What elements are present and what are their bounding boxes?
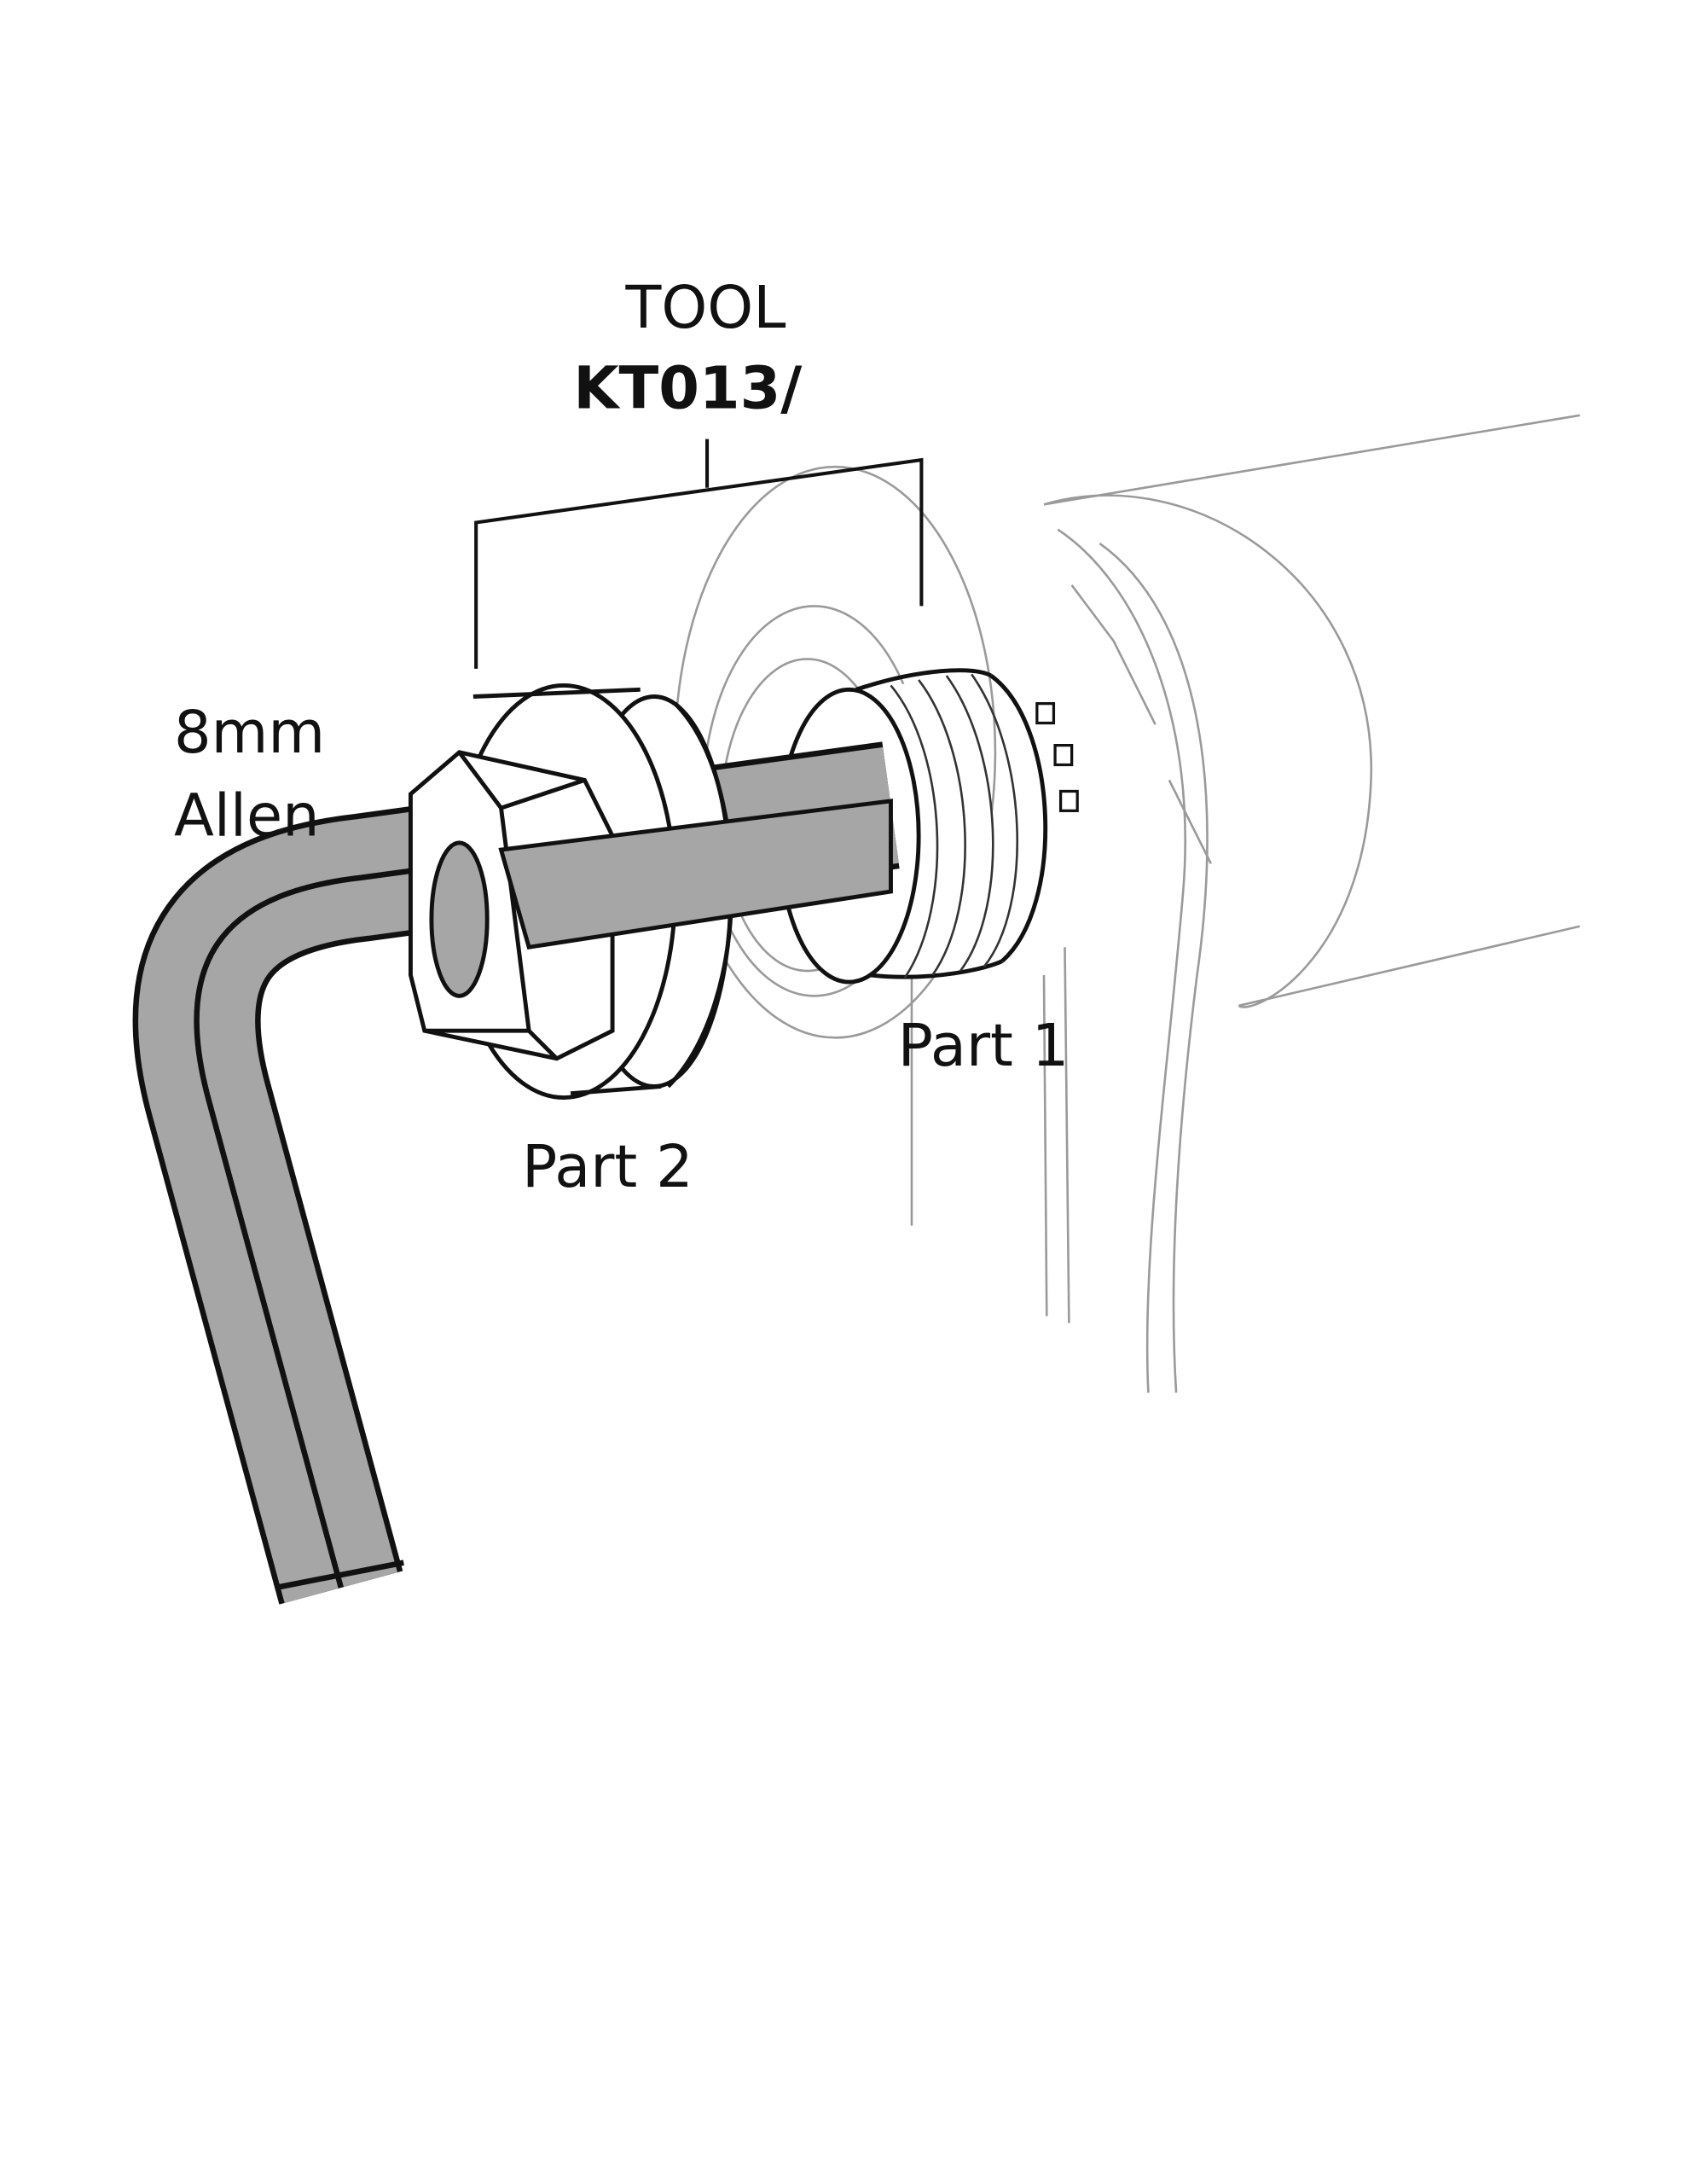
tool-code-label: KT013/ bbox=[573, 355, 803, 423]
allen-key bbox=[132, 741, 900, 1605]
tool-heading-label: TOOL bbox=[624, 274, 786, 342]
allen-size-label: 8mm bbox=[174, 699, 325, 767]
part-1-label: Part 1 bbox=[898, 1012, 1070, 1080]
frame-tube bbox=[1043, 414, 1580, 1393]
part-2-nut bbox=[408, 683, 893, 1100]
part-2-label: Part 2 bbox=[522, 1133, 693, 1201]
allen-word-label: Allen bbox=[174, 782, 320, 851]
tool-bracket bbox=[474, 439, 924, 669]
